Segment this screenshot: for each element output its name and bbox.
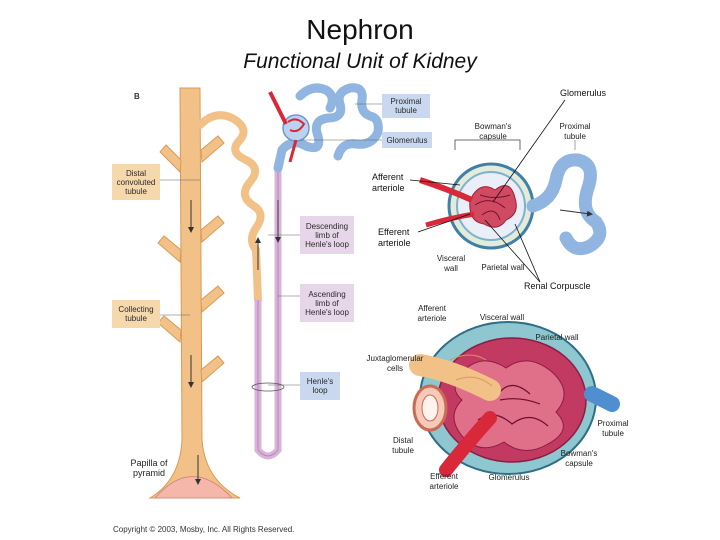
callout-renal-corpuscle: Renal Corpuscle [524, 281, 591, 291]
callout-afferent-arteriole: Afferent arteriole [372, 172, 405, 193]
renal-corpuscle-shape [419, 139, 607, 256]
label-detail-bowmans-capsule: Bowman's capsule [560, 449, 598, 468]
label-glomerulus: Glomerulus [382, 132, 432, 148]
label-detail-afferent-arteriole: Afferent arteriole [417, 304, 447, 323]
callout-lines [409, 99, 566, 283]
distal-convoluted-tubule [196, 111, 265, 304]
label-descending-limb: Descending limb of Henle's loop [300, 216, 354, 254]
label-ascending-limb: Ascending limb of Henle's loop [300, 284, 354, 322]
page-title: Nephron [306, 14, 414, 45]
label-detail-parietal-wall: Parietal wall [535, 333, 579, 342]
label-juxtaglomerular-cells: Juxtaglomerular cells [366, 354, 424, 373]
label-bowmans-capsule: Bowman's capsule [474, 122, 512, 141]
copyright-notice: Copyright © 2003, Mosby, Inc. All Rights… [113, 525, 295, 534]
collecting-duct [148, 87, 241, 499]
callout-efferent-arteriole: Efferent arteriole [378, 227, 411, 248]
henles-loop-shape [251, 168, 285, 460]
label-distal-convoluted-tubule: Distal convoluted tubule [112, 164, 160, 200]
label-leader-lines [160, 103, 576, 386]
label-detail-visceral-wall: Visceral wall [479, 313, 525, 322]
label-detail-efferent-arteriole: Efferent arteriole [429, 472, 459, 491]
label-papilla: Papilla of pyramid [130, 458, 168, 478]
label-henles-loop: Henle's loop [300, 372, 340, 400]
label-detail-glomerulus: Glomerulus [488, 473, 530, 482]
label-detail-proximal-tubule: Proximal tubule [597, 419, 629, 438]
label-proximal-tubule: Proximal tubule [382, 94, 430, 118]
glomerulus-left-shape [268, 91, 310, 163]
page-subtitle: Functional Unit of Kidney [243, 50, 477, 73]
label-parietal-wall: Parietal wall [481, 263, 525, 272]
label-distal-tubule: Distal tubule [392, 436, 414, 455]
juxtaglomerular-detail-shape [409, 321, 620, 477]
section-letter: B [134, 92, 140, 101]
label-corpuscle-proximal-tubule: Proximal tubule [559, 122, 591, 141]
callout-glomerulus: Glomerulus [560, 88, 607, 98]
label-visceral-wall: Visceral wall [436, 254, 466, 273]
label-collecting-tubule: Collecting tubule [112, 300, 160, 328]
proximal-tubule-shape [273, 83, 383, 173]
